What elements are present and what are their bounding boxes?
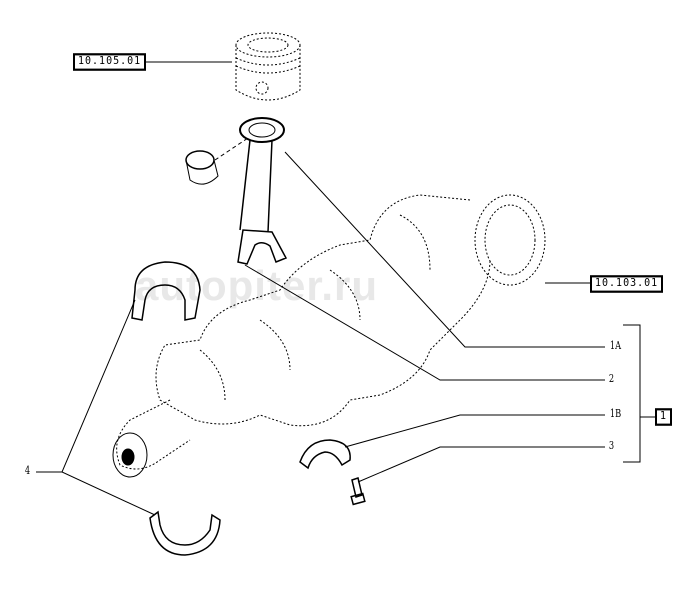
crank-nose: [112, 432, 148, 478]
watermark: autopiter.ru: [135, 262, 379, 309]
thrust-washer: [299, 439, 351, 470]
bearing-shell-lower: [149, 510, 221, 556]
callout-3: 3: [608, 439, 615, 452]
crankshaft: [116, 194, 546, 470]
callout-4: 4: [24, 464, 31, 477]
group-reference-box[interactable]: 1: [655, 408, 673, 426]
callout-1a: 1A: [609, 339, 622, 352]
bearing-shell-upper: [131, 261, 201, 321]
connecting-rod: [214, 117, 288, 265]
leader-lines: [36, 61, 655, 516]
callout-2: 2: [608, 372, 615, 385]
flywheel-reference-box[interactable]: 10.103.01: [590, 275, 664, 293]
screw: [350, 477, 366, 506]
piston-reference-box[interactable]: 10.105.01: [73, 53, 147, 71]
callout-1b: 1B: [609, 407, 622, 420]
bush: [185, 150, 219, 185]
piston: [235, 32, 301, 101]
